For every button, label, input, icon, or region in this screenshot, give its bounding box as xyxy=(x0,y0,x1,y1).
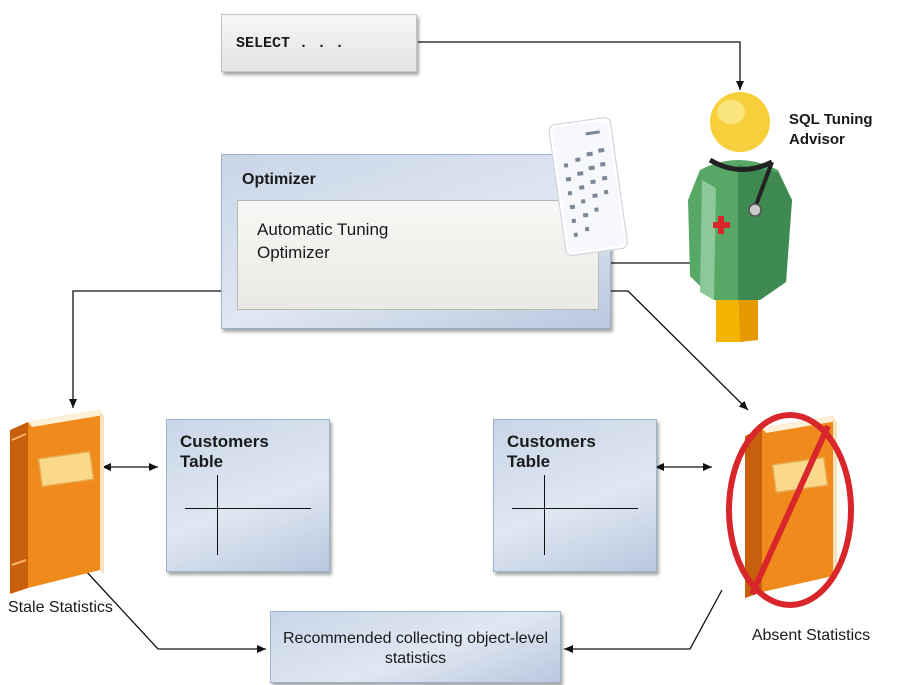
sql-query-box: SELECT . . . xyxy=(221,14,417,72)
automatic-tuning-optimizer-box: Automatic Tuning Optimizer xyxy=(237,200,599,310)
recommendation-box: Recommended collecting object-level stat… xyxy=(270,611,561,683)
arrow-stale-to-recommendation xyxy=(84,569,266,653)
customers-table-box-stale: Customers Table xyxy=(166,419,330,572)
customers-table-box-absent: Customers Table xyxy=(493,419,657,572)
sql-tuning-advisor-label: SQL Tuning Advisor xyxy=(789,111,873,148)
table-grid-icon xyxy=(185,475,311,555)
automatic-tuning-optimizer-label: Automatic Tuning Optimizer xyxy=(257,220,389,262)
arrow-select-to-advisor xyxy=(418,41,744,90)
customers-table-title: Customers Table xyxy=(507,432,596,471)
sql-query-text: SELECT . . . xyxy=(236,35,345,52)
optimizer-box: Optimizer Automatic Tuning Optimizer xyxy=(221,154,611,329)
optimizer-title: Optimizer xyxy=(242,171,316,188)
arrow-optimizer-to-stale xyxy=(69,290,236,408)
arrow-absent-to-recommendation xyxy=(564,589,723,653)
absent-statistics-label: Absent Statistics xyxy=(751,627,871,644)
table-grid-icon xyxy=(512,475,638,555)
stale-statistics-label: Stale Statistics xyxy=(8,599,113,616)
recommendation-text: Recommended collecting object-level stat… xyxy=(282,630,549,667)
customers-table-title: Customers Table xyxy=(180,432,269,471)
